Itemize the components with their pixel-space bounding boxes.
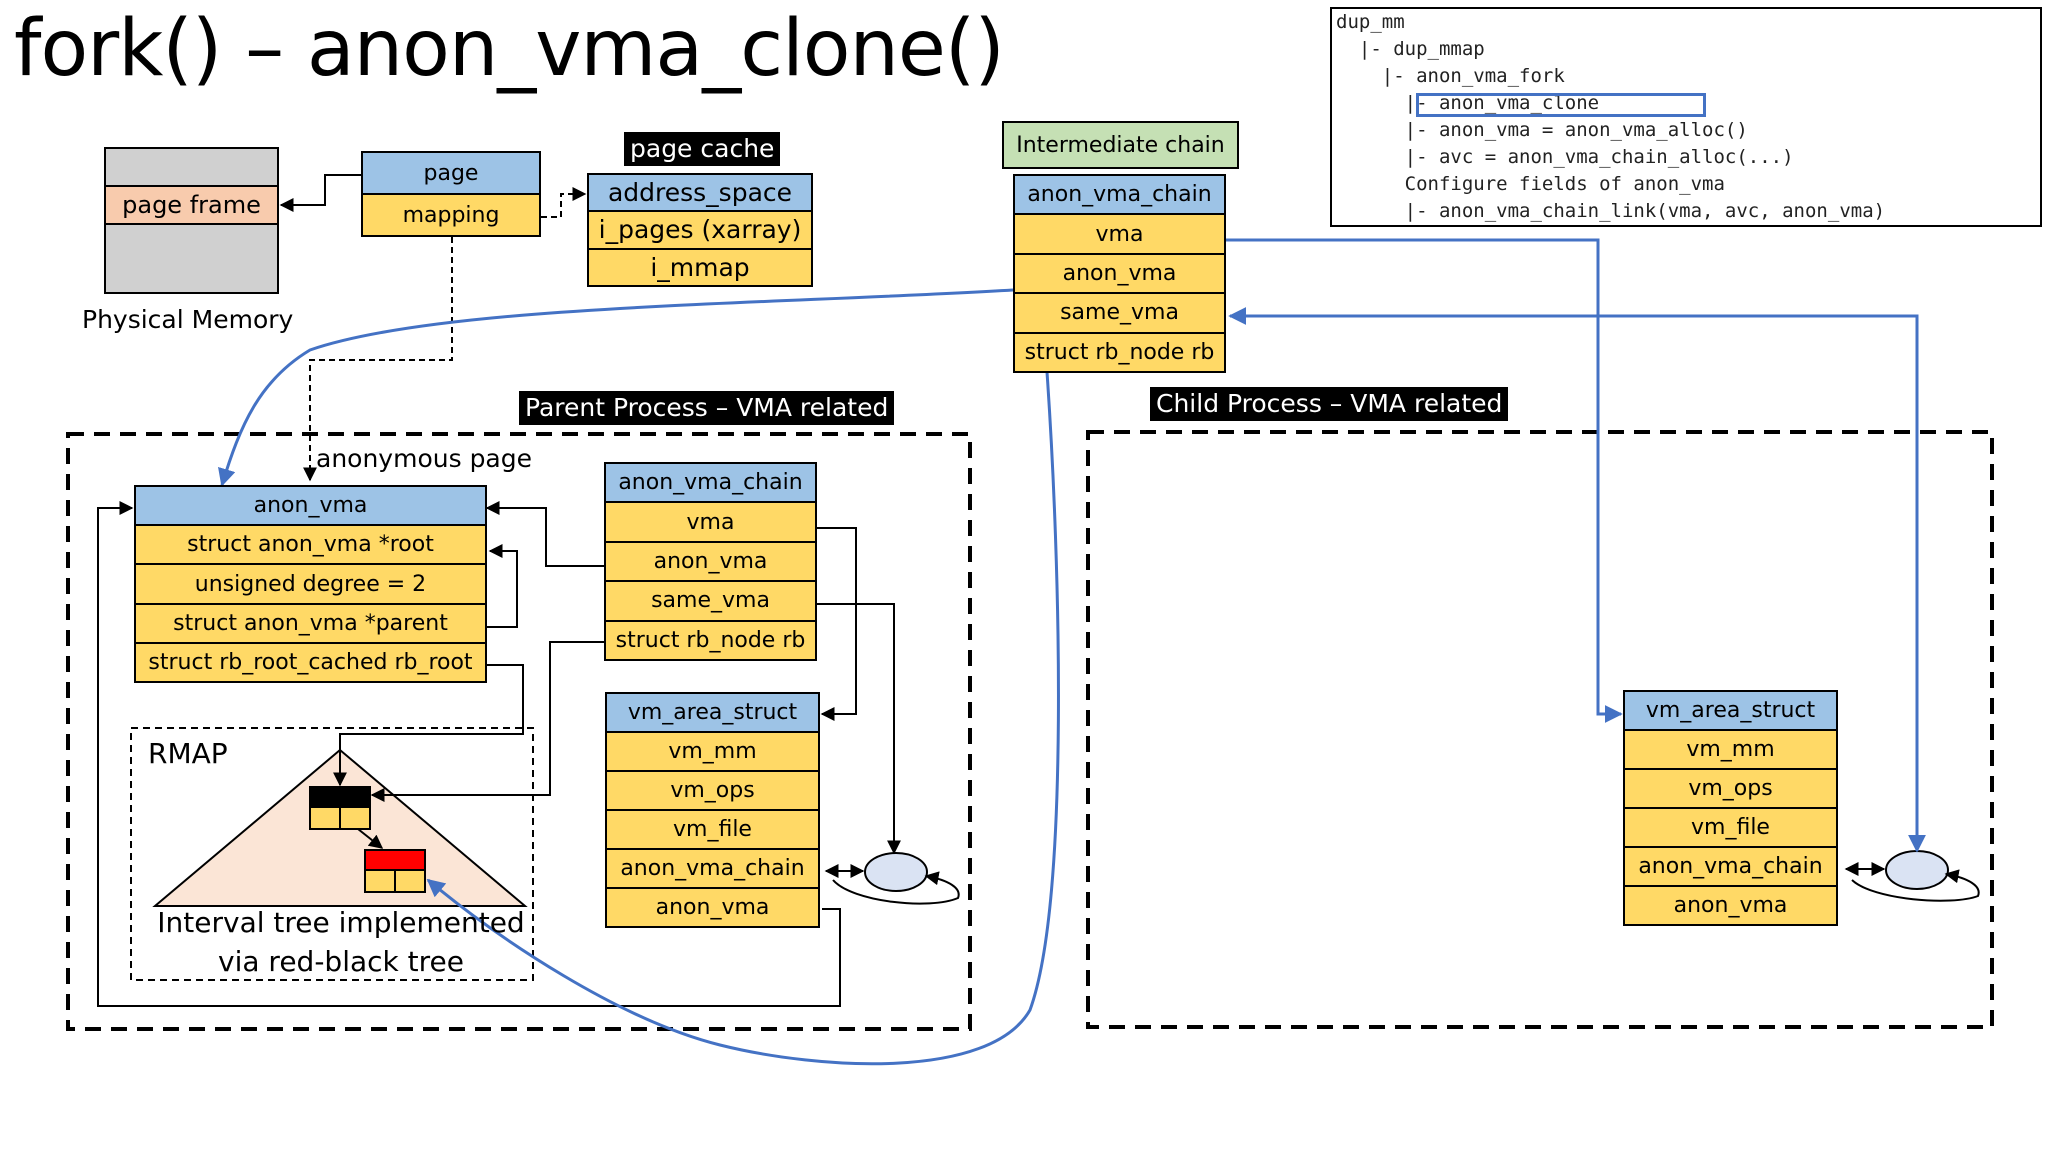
child-vma-vm-file: vm_file — [1625, 807, 1836, 846]
parent-anon-vma-struct: anon_vma struct anon_vma *root unsigned … — [134, 485, 487, 683]
page-title: fork() – anon_vma_clone() — [14, 4, 1005, 94]
parent-vma-vm-ops: vm_ops — [607, 770, 818, 809]
address-space-header: address_space — [589, 175, 811, 211]
page-struct-header: page — [363, 153, 539, 193]
rmap-caption-line2: via red-black tree — [218, 945, 464, 978]
parent-avc-same-vma: same_vma — [606, 580, 815, 620]
page-frame-label: page frame — [122, 191, 261, 219]
call-tree-line: |- dup_mmap — [1336, 38, 1485, 60]
parent-vma-anon-vma-chain: anon_vma_chain — [607, 848, 818, 887]
parent-avc-vma: vma — [606, 501, 815, 541]
mapping-to-address-space-arrow — [541, 187, 587, 218]
parent-process-tag: Parent Process – VMA related — [519, 391, 895, 425]
page-frame-band — [104, 185, 279, 225]
inter-vma-to-child-vma-arrow — [1226, 238, 1623, 723]
avc-same-vma-to-list-arrow — [817, 603, 901, 855]
parent-vm-area-struct: vm_area_struct vm_mm vm_ops vm_file anon… — [605, 692, 820, 928]
rb-root-to-tree-arrow — [333, 664, 524, 787]
parent-vma-anon-vma: anon_vma — [607, 887, 818, 926]
child-process-tag: Child Process – VMA related — [1150, 387, 1509, 421]
anonymous-page-label: anonymous page — [316, 444, 533, 473]
intermediate-avc-rb: struct rb_node rb — [1015, 331, 1224, 372]
call-tree-line: |- anon_vma_chain_link(vma, avc, anon_vm… — [1336, 200, 1886, 222]
child-vma-vm-mm: vm_mm — [1625, 729, 1836, 768]
anon-vma-degree-field: unsigned degree = 2 — [136, 563, 485, 603]
tree-edge — [357, 828, 384, 849]
tree-node-root — [309, 786, 371, 830]
inter-rb-to-tree-node-arrow — [426, 371, 1060, 1066]
child-list-loop-arrow — [1851, 869, 1980, 902]
rmap-container — [130, 727, 534, 981]
page-to-frame-arrow — [279, 174, 361, 212]
call-tree-line: |- anon_vma = anon_vma_alloc() — [1336, 119, 1748, 141]
call-tree-highlight-box — [1416, 93, 1706, 117]
i-pages-field: i_pages (xarray) — [589, 210, 811, 248]
child-avc-list-head — [1885, 850, 1949, 890]
parent-avc-struct: anon_vma_chain vma anon_vma same_vma str… — [604, 462, 817, 661]
physical-memory-caption: Physical Memory — [82, 305, 294, 334]
parent-vma-vm-file: vm_file — [607, 809, 818, 848]
parent-avc-header: anon_vma_chain — [606, 464, 815, 502]
intermediate-avc-same-vma: same_vma — [1015, 292, 1224, 332]
parent-anon-vma-header: anon_vma — [136, 487, 485, 525]
child-vma-header: vm_area_struct — [1625, 692, 1836, 729]
page-struct: page mapping — [361, 151, 541, 237]
child-vma-vm-ops: vm_ops — [1625, 768, 1836, 807]
inter-anon-vma-to-parent-anon-vma-arrow — [218, 288, 1014, 487]
call-tree-line: |- avc = anon_vma_chain_alloc(...) — [1336, 146, 1794, 168]
intermediate-avc-struct: anon_vma_chain vma anon_vma same_vma str… — [1013, 174, 1226, 373]
child-list-to-inter-same-vma-arrow — [1228, 307, 1926, 853]
anon-vma-parent-field: struct anon_vma *parent — [136, 602, 485, 642]
anon-vma-self-root-arrow — [487, 544, 518, 628]
i-mmap-field: i_mmap — [589, 247, 811, 285]
call-tree-box: dup_mm |- dup_mmap |- anon_vma_fork |- a… — [1330, 7, 2042, 227]
intermediate-chain-tag: Intermediate chain — [1002, 121, 1239, 169]
parent-vma-header: vm_area_struct — [607, 694, 818, 731]
page-cache-tag: page cache — [624, 132, 781, 166]
anon-vma-root-field: struct anon_vma *root — [136, 524, 485, 564]
parent-avc-anon-vma: anon_vma — [606, 540, 815, 581]
rmap-label: RMAP — [148, 737, 228, 770]
avc-anon-vma-to-anon-vma-arrow — [485, 501, 606, 567]
child-vma-anon-vma-chain: anon_vma_chain — [1625, 846, 1836, 885]
call-tree-line: |- anon_vma_fork — [1336, 65, 1565, 87]
intermediate-avc-header: anon_vma_chain — [1015, 176, 1224, 214]
avc-rb-to-tree-arrow — [370, 641, 606, 802]
intermediate-avc-vma: vma — [1015, 213, 1224, 253]
parent-avc-rb: struct rb_node rb — [606, 619, 815, 660]
parent-vma-vm-mm: vm_mm — [607, 731, 818, 770]
tree-node-child — [364, 849, 426, 893]
page-mapping-field: mapping — [363, 193, 539, 235]
avc-vma-to-vm-area-arrow — [817, 527, 857, 721]
call-tree-line: Configure fields of anon_vma — [1336, 173, 1725, 195]
vma-anon-vma-to-anon-vma-arrow — [97, 501, 841, 1007]
call-tree-line: dup_mm — [1336, 11, 1405, 33]
child-vm-area-struct: vm_area_struct vm_mm vm_ops vm_file anon… — [1623, 690, 1838, 926]
child-vma-anon-vma: anon_vma — [1625, 885, 1836, 924]
parent-process-container — [66, 432, 972, 1031]
intermediate-avc-anon-vma: anon_vma — [1015, 252, 1224, 293]
mapping-to-anon-vma-arrow — [303, 237, 453, 482]
child-process-container — [1086, 430, 1994, 1029]
parent-list-loop-arrow — [832, 871, 960, 905]
address-space-struct: address_space i_pages (xarray) i_mmap — [587, 173, 813, 287]
parent-avc-list-head — [864, 852, 928, 892]
rmap-caption-line1: Interval tree implemented — [157, 906, 525, 939]
anon-vma-rb-root-field: struct rb_root_cached rb_root — [136, 641, 485, 682]
